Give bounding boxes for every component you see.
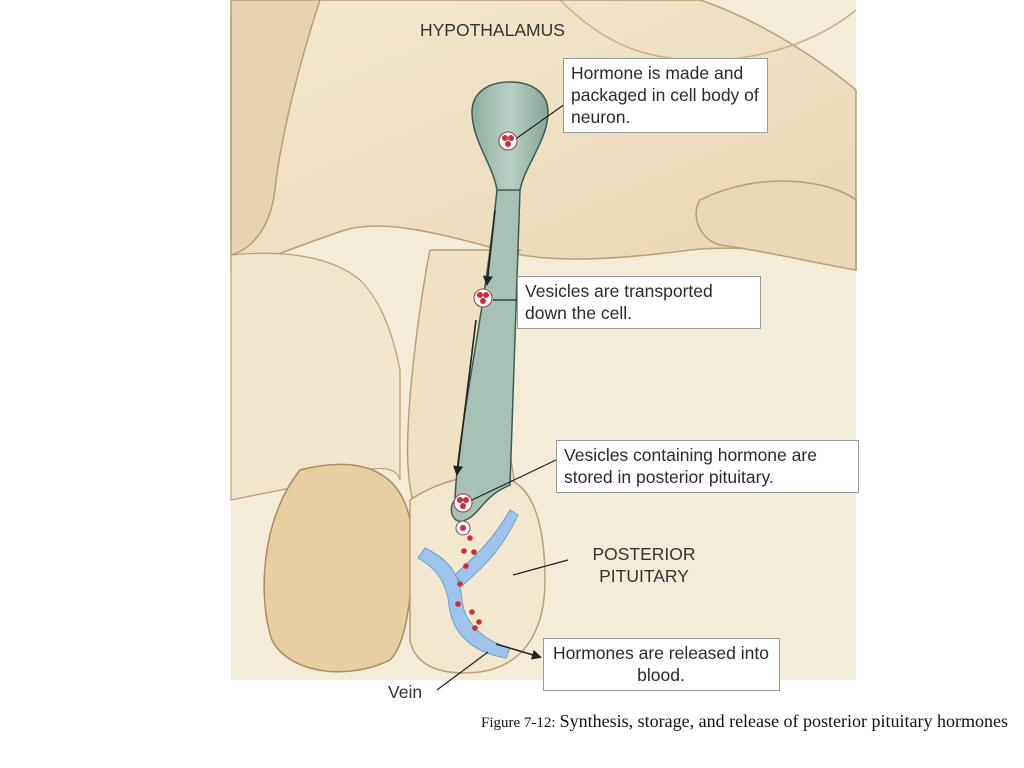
vein-branch xyxy=(454,509,519,586)
blood-flow-arrow xyxy=(495,643,542,660)
leader-vein xyxy=(436,651,489,691)
vesicle-cluster-axon xyxy=(473,288,493,308)
callout-hormone-made: Hormone is made and packaged in cell bod… xyxy=(563,58,768,133)
caption-text: Synthesis, storage, and release of poste… xyxy=(559,711,1008,731)
callout-hormones-released: Hormones are released into blood. xyxy=(543,638,780,691)
callout-vesicles-stored: Vesicles containing hormone are stored i… xyxy=(556,440,859,493)
transport-arrow-lower xyxy=(453,319,477,476)
vesicle-releasing-core xyxy=(460,525,466,531)
figure-number: Figure 7-12: xyxy=(481,715,556,731)
callout-vesicles-transported: Vesicles are transported down the cell. xyxy=(517,276,761,329)
hypothalamus-label: HYPOTHALAMUS xyxy=(420,20,565,40)
leader-posterior-pituitary xyxy=(512,559,569,576)
leader-cell-body xyxy=(516,103,566,139)
posterior-pituitary-label: POSTERIOR PITUITARY xyxy=(592,544,696,586)
vesicle-cluster-terminal xyxy=(453,493,473,513)
brain-fold-ridge xyxy=(230,0,321,256)
leader-terminal xyxy=(471,459,557,501)
figure-caption: Figure 7-12: Synthesis, storage, and rel… xyxy=(448,708,1008,736)
right-lobe xyxy=(695,180,857,271)
anterior-pituitary xyxy=(263,463,413,673)
vesicle-cluster-cell-body xyxy=(498,131,518,151)
released-hormones xyxy=(455,535,482,631)
vein-label: Vein xyxy=(388,682,423,702)
transport-arrow-upper xyxy=(482,209,496,286)
